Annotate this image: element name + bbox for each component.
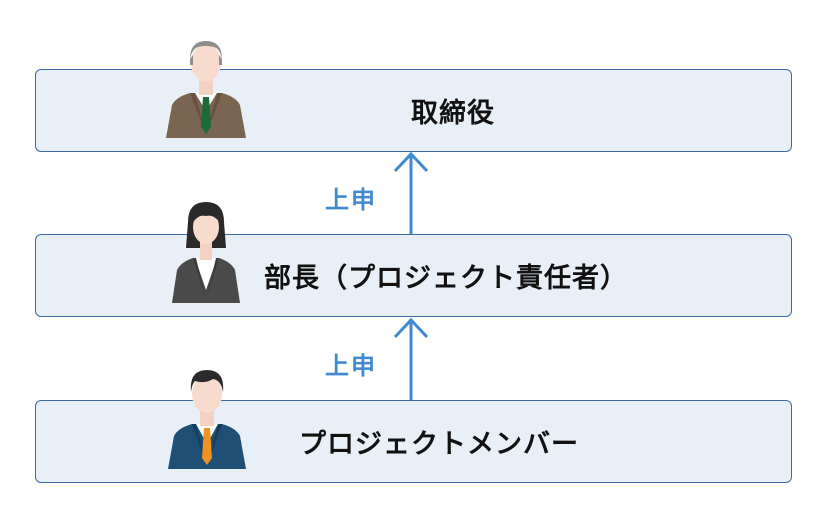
arrow-label-report-up: 上申 bbox=[325, 352, 377, 380]
executive-man-icon bbox=[162, 35, 250, 138]
tier-label-member: プロジェクトメンバー bbox=[299, 429, 579, 460]
tier-box-executive: 取締役 bbox=[35, 69, 792, 152]
tier-box-member: プロジェクトメンバー bbox=[35, 400, 792, 483]
manager-woman-icon bbox=[168, 200, 244, 303]
tier-label-manager: 部長（プロジェクト責任者） bbox=[264, 263, 628, 294]
arrow-up-icon bbox=[391, 317, 431, 401]
arrow-label-report-up: 上申 bbox=[325, 186, 377, 214]
arrow-up-icon bbox=[391, 151, 431, 235]
member-man-icon bbox=[165, 366, 249, 469]
tier-label-executive: 取締役 bbox=[411, 98, 495, 129]
tier-box-manager: 部長（プロジェクト責任者） bbox=[35, 234, 792, 317]
